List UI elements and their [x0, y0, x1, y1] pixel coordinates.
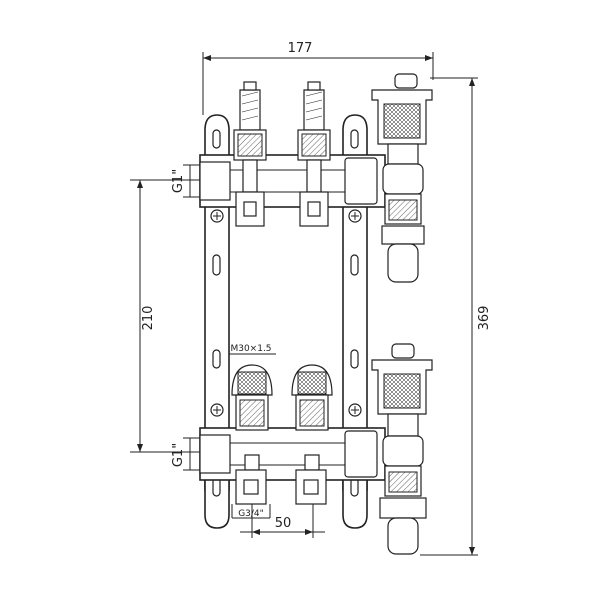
valve-thread-label: M30×1.5	[230, 344, 271, 354]
top-air-vent-assembly	[371, 73, 433, 283]
height-label: 369	[477, 306, 492, 331]
outlet-thread-callout: G3/4"	[231, 504, 271, 519]
top-flow-meter-left	[233, 81, 267, 227]
bottom-valve-left	[231, 364, 273, 505]
thread-bottom-label: G1"	[171, 443, 186, 467]
bottom-air-vent-assembly	[371, 343, 433, 555]
thread-top-dimension: G1"	[171, 164, 200, 198]
bottom-manifold-bar	[199, 427, 386, 481]
port-spacing-dimension: 210	[130, 179, 200, 453]
port-spacing-label: 210	[141, 306, 156, 331]
outlet-thread-label: G3/4"	[238, 509, 264, 519]
height-dimension: 369	[420, 77, 492, 556]
thread-top-label: G1"	[171, 169, 186, 193]
bottom-valve-right	[291, 364, 333, 505]
valve-spacing-label: 50	[275, 516, 292, 531]
width-dimension: 177	[202, 41, 434, 115]
thread-bottom-dimension: G1"	[171, 437, 200, 471]
top-flow-meter-right	[297, 81, 331, 227]
top-manifold-bar	[199, 154, 386, 208]
valve-spacing-dimension: 50	[240, 500, 325, 538]
width-label: 177	[288, 41, 313, 56]
